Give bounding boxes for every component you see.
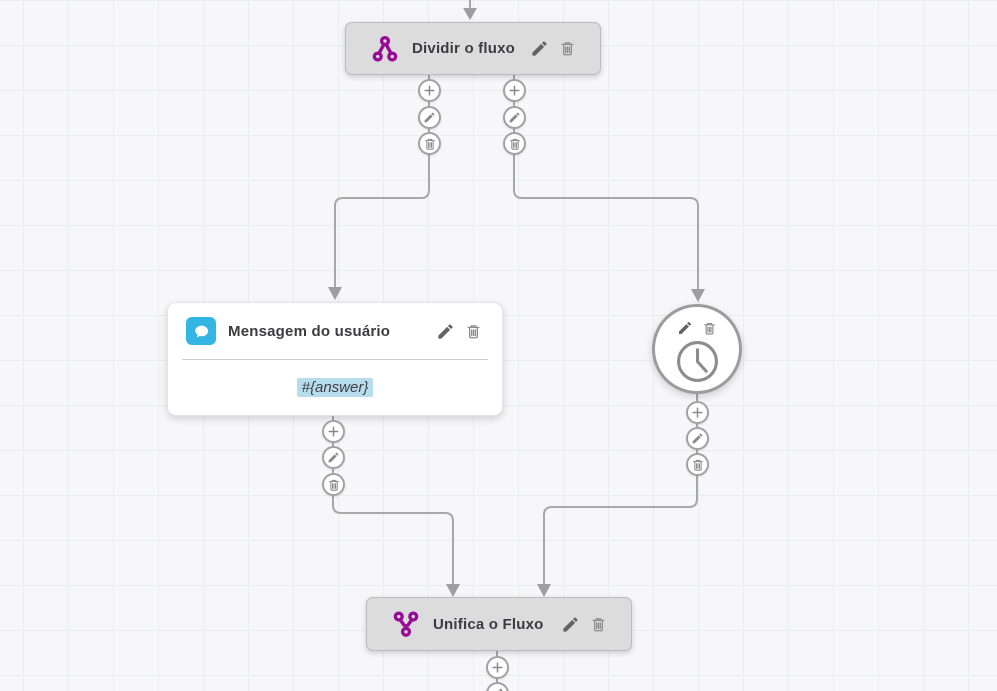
edit-message-node-button[interactable] [436, 322, 455, 341]
arrowhead-into-merge-right [537, 584, 551, 597]
connector-split-to-timer [513, 75, 699, 290]
connector-timer-to-merge [543, 392, 698, 584]
plus-icon [690, 405, 705, 420]
pencil-icon [508, 111, 521, 124]
trash-icon [423, 137, 437, 151]
edit-timer-node-button[interactable] [677, 320, 693, 336]
delete-merge-node-button[interactable] [590, 616, 607, 633]
split-flow-icon [370, 34, 400, 64]
user-message-node-title: Mensagem do usuário [228, 322, 391, 340]
delete-connector-button[interactable] [322, 473, 345, 496]
add-step-button[interactable] [322, 420, 345, 443]
trash-icon [508, 137, 522, 151]
message-node-divider [182, 359, 488, 361]
edit-connector-button[interactable] [503, 106, 526, 129]
pencil-icon [423, 111, 436, 124]
node-split-flow[interactable]: Dividir o fluxo [345, 22, 601, 75]
chat-bubble-icon [186, 317, 216, 346]
delete-connector-button[interactable] [418, 132, 441, 155]
arrowhead-into-timer-node [691, 289, 705, 302]
delete-message-node-button[interactable] [465, 323, 482, 340]
trash-icon [327, 478, 341, 492]
arrowhead-into-message-node [328, 287, 342, 300]
edit-connector-button[interactable] [322, 446, 345, 469]
edit-split-node-button[interactable] [530, 39, 549, 58]
arrowhead-into-merge-left [446, 584, 460, 597]
edit-connector-button[interactable] [686, 427, 709, 450]
clock-icon [675, 339, 720, 384]
connector-split-to-message [334, 75, 430, 288]
delete-connector-button[interactable] [503, 132, 526, 155]
delete-split-node-button[interactable] [559, 40, 576, 57]
edit-connector-button[interactable] [418, 106, 441, 129]
add-step-button[interactable] [418, 79, 441, 102]
edit-merge-node-button[interactable] [561, 615, 580, 634]
delete-connector-button[interactable] [686, 453, 709, 476]
node-user-message[interactable]: Mensagem do usuário #{answer} [167, 302, 503, 416]
add-step-button[interactable] [486, 656, 509, 679]
add-step-button[interactable] [686, 401, 709, 424]
delete-timer-node-button[interactable] [702, 321, 717, 336]
plus-icon [326, 424, 341, 439]
message-node-body: #{answer} [168, 360, 502, 415]
plus-icon [422, 83, 437, 98]
answer-variable-chip[interactable]: #{answer} [296, 378, 374, 398]
plus-icon [507, 83, 522, 98]
arrowhead-into-split-node [463, 8, 477, 20]
pencil-icon [491, 687, 504, 691]
trash-icon [691, 458, 705, 472]
user-message-header: Mensagem do usuário [168, 303, 502, 359]
connector-message-to-merge [332, 416, 454, 584]
pencil-icon [327, 451, 340, 464]
merge-node-title: Unifica o Fluxo [433, 615, 544, 633]
plus-icon [490, 660, 505, 675]
merge-flow-icon [391, 609, 421, 639]
pencil-icon [691, 432, 704, 445]
add-step-button[interactable] [503, 79, 526, 102]
node-timer[interactable] [652, 304, 742, 394]
node-merge-flow[interactable]: Unifica o Fluxo [366, 597, 632, 651]
split-node-title: Dividir o fluxo [412, 40, 516, 57]
